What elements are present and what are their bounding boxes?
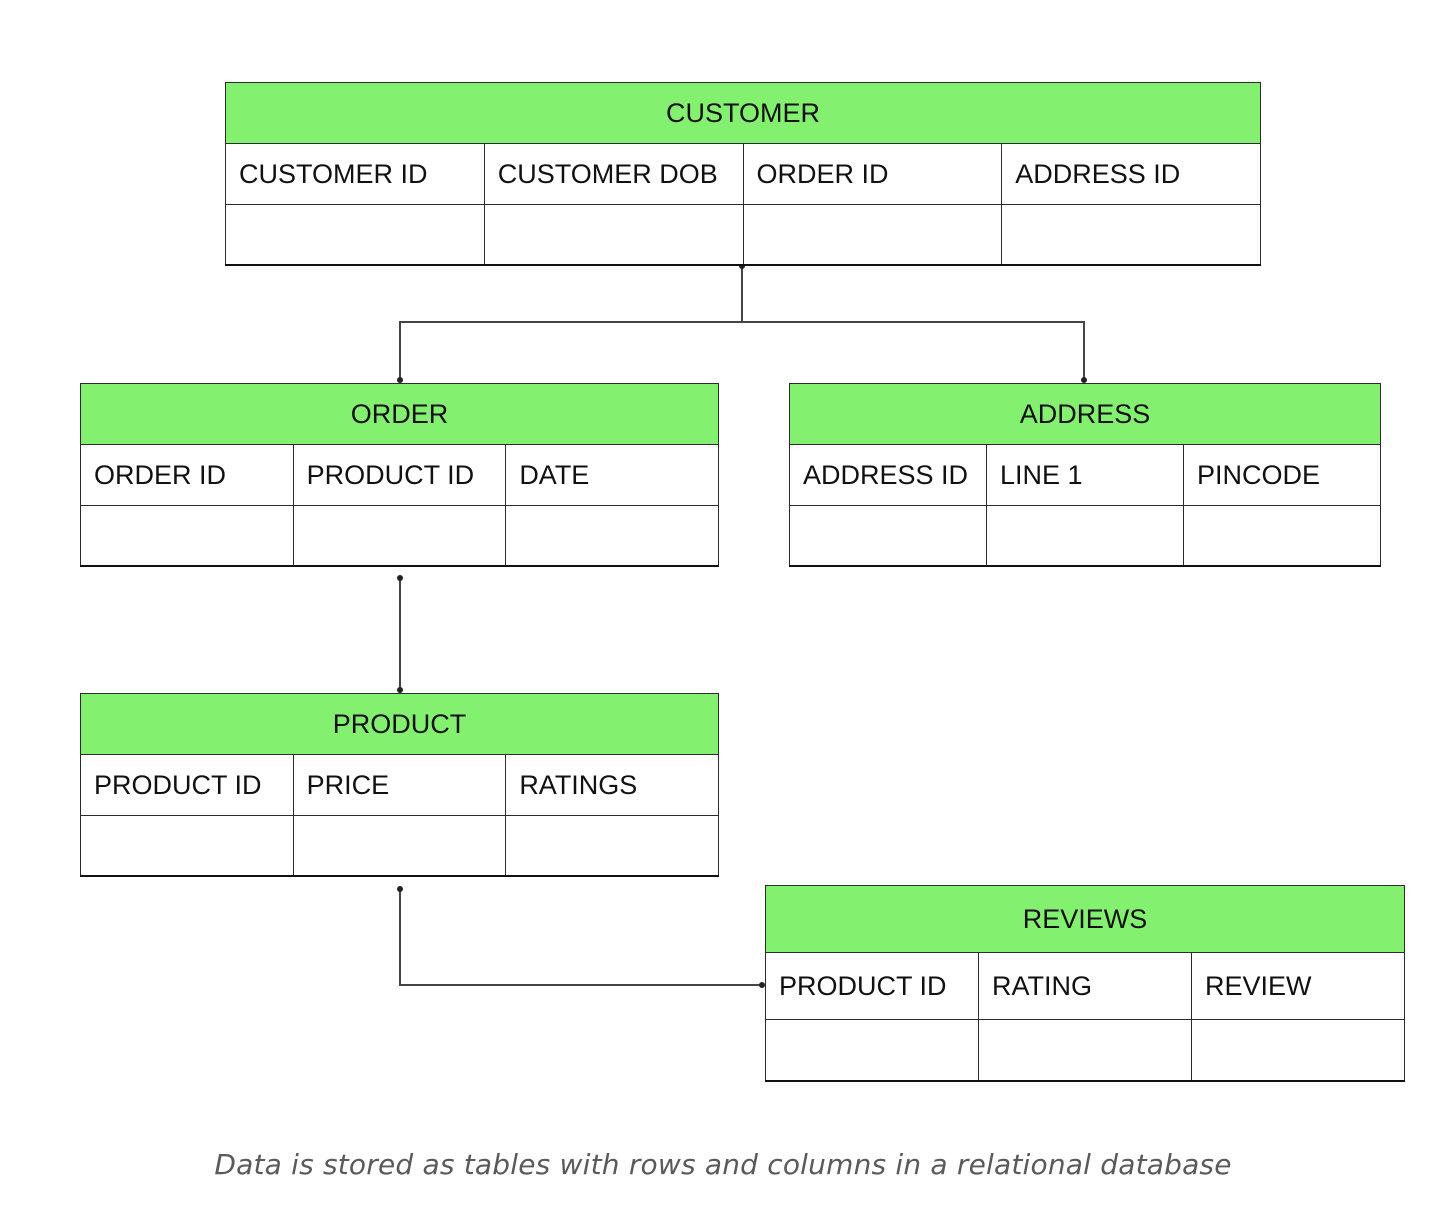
column-header: DATE bbox=[505, 444, 719, 506]
empty-cell bbox=[292, 815, 507, 877]
column-header: RATING bbox=[978, 952, 1192, 1020]
empty-cell bbox=[505, 815, 719, 877]
connector-dot bbox=[759, 982, 765, 988]
empty-cell bbox=[292, 505, 507, 567]
connector-dot bbox=[1081, 377, 1087, 383]
order-table: ORDER ORDER ID PRODUCT ID DATE bbox=[80, 383, 719, 567]
column-header: ADDRESS ID bbox=[789, 444, 987, 506]
customer-table: CUSTOMER CUSTOMER ID CUSTOMER DOB ORDER … bbox=[225, 82, 1261, 266]
empty-cell bbox=[483, 204, 744, 266]
empty-cell bbox=[505, 505, 719, 567]
customer-table-title: CUSTOMER bbox=[225, 82, 1261, 144]
product-table-title: PRODUCT bbox=[80, 693, 719, 755]
empty-cell bbox=[225, 204, 485, 266]
column-header: PRODUCT ID bbox=[292, 444, 507, 506]
connector-dot bbox=[397, 886, 403, 892]
figure-caption: Data is stored as tables with rows and c… bbox=[214, 1148, 1232, 1181]
address-table-title: ADDRESS bbox=[789, 383, 1381, 445]
reviews-table-title: REVIEWS bbox=[765, 885, 1405, 953]
column-header: REVIEW bbox=[1191, 952, 1405, 1020]
connector-product-reviews bbox=[399, 887, 764, 986]
order-table-title: ORDER bbox=[80, 383, 719, 445]
empty-cell bbox=[80, 505, 294, 567]
column-header: PRODUCT ID bbox=[765, 952, 979, 1020]
column-header: RATINGS bbox=[505, 754, 719, 816]
empty-cell bbox=[1001, 204, 1261, 266]
empty-cell bbox=[1183, 505, 1381, 567]
column-header: ORDER ID bbox=[742, 143, 1003, 205]
connector-customer-order bbox=[399, 265, 743, 382]
empty-cell bbox=[742, 204, 1003, 266]
empty-cell bbox=[80, 815, 294, 877]
column-header: ADDRESS ID bbox=[1001, 143, 1261, 205]
connector-customer-address bbox=[742, 321, 1085, 382]
column-header: CUSTOMER DOB bbox=[483, 143, 744, 205]
column-header: PRICE bbox=[292, 754, 507, 816]
product-table: PRODUCT PRODUCT ID PRICE RATINGS bbox=[80, 693, 719, 877]
empty-cell bbox=[789, 505, 987, 567]
empty-cell bbox=[978, 1019, 1192, 1082]
column-header: ORDER ID bbox=[80, 444, 294, 506]
column-header: LINE 1 bbox=[986, 444, 1184, 506]
empty-cell bbox=[765, 1019, 979, 1082]
column-header: CUSTOMER ID bbox=[225, 143, 485, 205]
connector-dot bbox=[397, 575, 403, 581]
address-table: ADDRESS ADDRESS ID LINE 1 PINCODE bbox=[789, 383, 1381, 567]
connector-dot bbox=[397, 687, 403, 693]
reviews-table: REVIEWS PRODUCT ID RATING REVIEW bbox=[765, 885, 1405, 1082]
empty-cell bbox=[1191, 1019, 1405, 1082]
connector-dot bbox=[397, 377, 403, 383]
empty-cell bbox=[986, 505, 1184, 567]
column-header: PINCODE bbox=[1183, 444, 1381, 506]
column-header: PRODUCT ID bbox=[80, 754, 294, 816]
